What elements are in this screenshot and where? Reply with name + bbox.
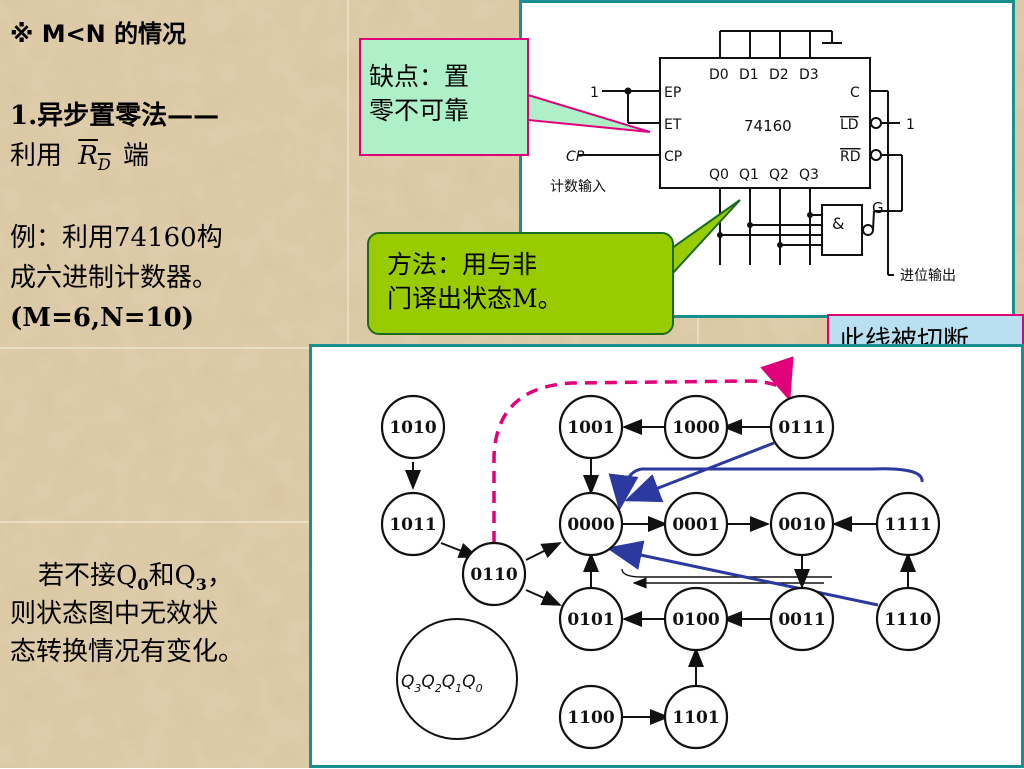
note-line-2: 则状态图中无效状 xyxy=(10,599,219,629)
state-label: 1000 xyxy=(672,418,719,438)
state-label: 1110 xyxy=(884,610,931,630)
pin-d3-label: D3 xyxy=(799,67,819,83)
pin-d2-label: D2 xyxy=(769,67,789,83)
state-label: 1111 xyxy=(884,515,931,535)
chip-label: 74160 xyxy=(744,117,792,135)
state-node-0010: 0010 xyxy=(769,491,835,557)
state-label: 0011 xyxy=(778,610,825,630)
state-label: 1011 xyxy=(389,515,436,535)
note-line-3: 态转换情况有变化。 xyxy=(10,637,245,667)
drawback-callout: 缺点：置 零不可靠 xyxy=(359,38,529,156)
state-node-1000: 1000 xyxy=(663,394,729,460)
rd-symbol: RD xyxy=(78,141,111,174)
state-node-0001: 0001 xyxy=(663,491,729,557)
ep-input-value: 1 xyxy=(590,85,599,101)
ld-input-value: 1 xyxy=(906,117,915,133)
state-node-1111: 1111 xyxy=(875,491,941,557)
state-node-0111: 0111 xyxy=(769,394,835,460)
drawback-line-2: 零不可靠 xyxy=(369,96,470,125)
state-legend: Q3Q2Q1Q0 xyxy=(396,618,518,740)
state-node-1100: 1100 xyxy=(558,684,624,750)
state-node-0100: 0100 xyxy=(663,586,729,652)
legend-text: Q3Q2Q1Q0 xyxy=(401,672,483,695)
state-node-0000: 0000 xyxy=(558,491,624,557)
state-node-0110: 0110 xyxy=(461,541,527,607)
pin-c-label: C xyxy=(850,85,860,101)
example-params: (M=6,N=10) xyxy=(10,303,195,333)
pin-q2-label: Q2 xyxy=(769,167,789,183)
state-label: 1010 xyxy=(389,418,436,438)
pin-q3-label: Q3 xyxy=(799,167,819,183)
state-node-1011: 1011 xyxy=(380,491,446,557)
method-heading: 1.异步置零法—— xyxy=(10,101,220,131)
example-line-2: 成六进制计数器。 xyxy=(10,263,219,293)
state-node-0101: 0101 xyxy=(558,586,624,652)
state-label: 1100 xyxy=(567,708,614,728)
state-label: 0100 xyxy=(672,610,719,630)
state-label: 0101 xyxy=(567,610,614,630)
state-node-1101: 1101 xyxy=(663,684,729,750)
state-node-1110: 1110 xyxy=(875,586,941,652)
pin-q0-label: Q0 xyxy=(709,167,729,183)
state-node-1010: 1010 xyxy=(380,394,446,460)
state-diagram-panel: Q3Q2Q1Q0 1010 1001 1000 0111 1011 0000 0001 001… xyxy=(309,344,1024,768)
state-transition-diagram: Q3Q2Q1Q0 1010 1001 1000 0111 1011 0000 0001 001… xyxy=(380,356,941,750)
pin-ep-label: EP xyxy=(664,85,681,101)
method-subheading: 利用 RD 端 xyxy=(10,141,149,174)
pin-d0-label: D0 xyxy=(709,67,729,83)
state-label: 0110 xyxy=(470,565,517,585)
state-node-1001: 1001 xyxy=(558,394,624,460)
state-label: 1101 xyxy=(672,708,719,728)
pin-cp-label: CP xyxy=(664,149,682,165)
example-line-1: 例：利用74160构 xyxy=(10,223,223,253)
state-label: 0111 xyxy=(778,418,825,438)
pin-rd-label: RD xyxy=(840,149,861,165)
method-line-1: 方法：用与非 xyxy=(387,250,538,279)
pin-q1-label: Q1 xyxy=(739,167,759,183)
method-line-2: 门译出状态M。 xyxy=(387,284,563,313)
circuit-panel: D0 D1 D2 D3 Q0 Q1 Q2 Q3 EP ET CP C LD RD… xyxy=(519,0,1015,318)
cp-input-label: CP xyxy=(566,149,585,165)
drawback-line-1: 缺点：置 xyxy=(369,62,470,91)
state-label: 1001 xyxy=(567,418,614,438)
gate-label: G xyxy=(872,199,884,217)
count-input-caption: 计数输入 xyxy=(550,179,606,195)
nand-gate-symbol: & xyxy=(832,214,844,233)
method-callout: 方法：用与非 门译出状态M。 xyxy=(367,232,674,335)
carry-output-label: 进位输出 xyxy=(900,268,956,284)
slide-title: ※ M<N 的情况 xyxy=(10,20,187,48)
pin-ld-label: LD xyxy=(840,117,859,133)
state-node-0011: 0011 xyxy=(769,586,835,652)
pin-et-label: ET xyxy=(664,117,682,133)
state-label: 0001 xyxy=(672,515,719,535)
state-label: 0000 xyxy=(567,515,614,535)
note-line-1: 若不接Q0和Q3， xyxy=(38,561,233,594)
circuit-diagram: D0 D1 D2 D3 Q0 Q1 Q2 Q3 EP ET CP C LD RD… xyxy=(550,30,956,284)
state-label: 0010 xyxy=(778,515,825,535)
pin-d1-label: D1 xyxy=(739,67,759,83)
